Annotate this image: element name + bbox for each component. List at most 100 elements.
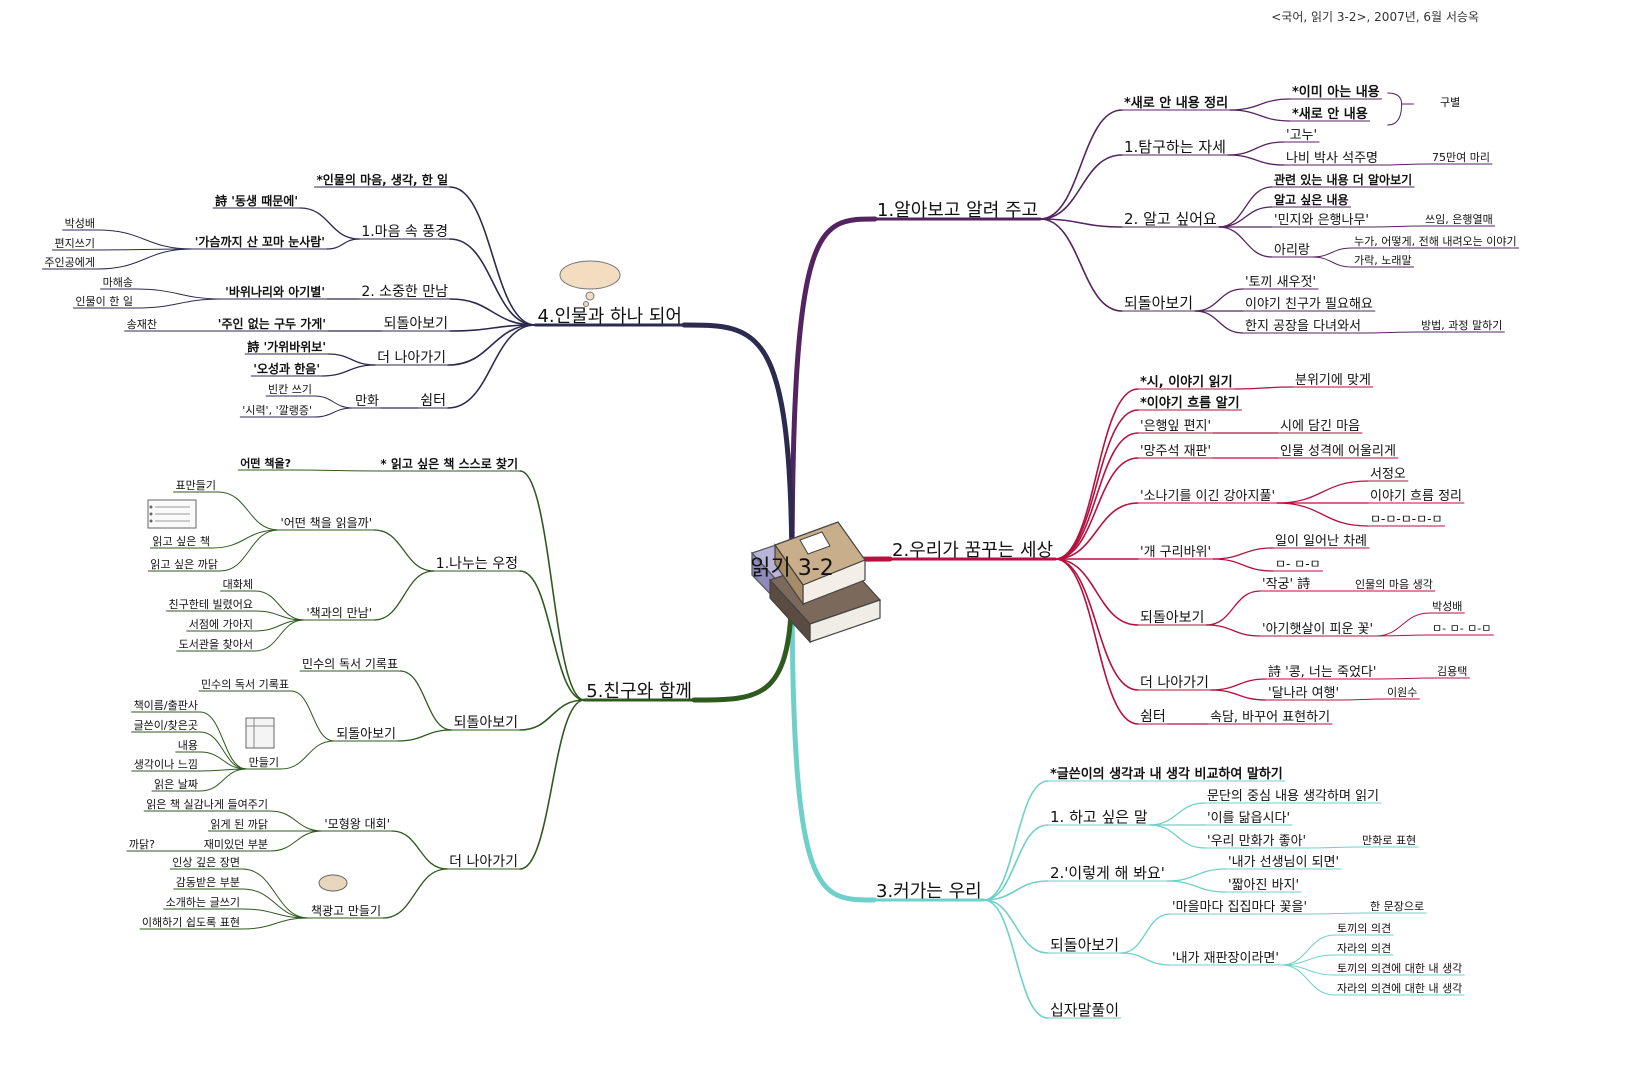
node-label-m3d1: '마을마다 집집마다 꽃을' [1172,900,1307,915]
node-label-m5d1b: 읽게 된 까닭 [210,818,268,831]
node-label-m1c3a: 쓰임, 은행열매 [1425,213,1493,226]
node-label-m5b2d: 도서관을 찾아서 [179,638,253,651]
link-m2f1 [1212,547,1274,560]
node-label-m2e: '소나기를 이긴 강아지풀' [1140,489,1275,504]
node-label-m1: 1.알아보고 알려 주고 [877,200,1038,221]
link-m4b1 [299,207,360,240]
node-label-m1b2: 나비 박사 석주명 [1286,151,1378,166]
link-m3e [982,899,1049,1019]
node-label-m5c2b2: 글쓴이/찾은곳 [134,719,198,732]
link-m3 [789,577,877,903]
link-m2h [1054,558,1139,691]
node-label-m3d1a: 한 문장으로 [1370,900,1424,913]
link-m2b [1054,409,1139,560]
link-m3d1 [1120,913,1171,954]
node-label-m3b3a: 만화로 표현 [1362,834,1416,847]
node-label-m3d2: '내가 재판장이라면' [1172,951,1279,966]
link-m1c4a [1311,247,1353,258]
link-m1c4b [1311,256,1353,268]
link-m3c2 [1166,880,1227,893]
node-label-m1b: 1.탐구하는 자세 [1124,138,1226,156]
link-m5b1a [217,491,279,531]
node-label-m2e2: 이야기 흐름 정리 [1370,489,1462,504]
node-label-m2i: 쉼터 [1140,709,1166,725]
link-m5c [519,699,586,731]
link-m5a1 [292,469,379,472]
node-label-m4d1: '주인 없는 구두 가게' [218,316,326,331]
link-m3d2d [1280,964,1336,996]
link-m3d2 [1120,952,1171,966]
link-m2e [1054,502,1139,560]
node-label-m1b1: '고누' [1286,128,1317,143]
node-label-m5d2: 책광고 만들기 [311,903,381,918]
link-m1b1 [1227,141,1285,156]
node-label-m5b2: '책과의 만남' [306,605,372,620]
link-m5c2b1 [199,711,248,770]
link-m2g1 [1205,590,1261,626]
link-m2h2 [1210,689,1267,701]
label-layer: 읽기 3-21.알아보고 알려 주고*새로 안 내용 정리*이미 아는 내용*새… [44,84,1516,1019]
link-m5c1 [399,670,453,731]
link-m1 [789,216,878,583]
node-label-m3d: 되돌아보기 [1050,936,1119,954]
node-label-m2h1: 詩 '콩, 너는 죽었다' [1268,665,1376,680]
node-label-m3d2a: 토끼의 의견 [1337,922,1391,935]
node-label-m4e2: '오성과 한음' [253,361,320,376]
node-label-m4c1a: 마해송 [103,275,133,289]
link-m1c4 [1218,226,1273,258]
node-label-m4b2a: 박성배 [65,217,95,230]
node-label-m5c: 되돌아보기 [454,715,518,731]
link-m4 [681,322,795,583]
link-m4c1a [134,288,224,300]
small-cloud-icon [318,874,348,892]
node-label-m5d2c: 소개하는 글쓰기 [166,895,240,909]
link-m4c [449,298,537,326]
link-m2g [1054,558,1139,626]
node-label-m5d1c1: 까닭? [129,838,155,851]
node-label-m4f1a: 빈칸 쓰기 [268,383,312,396]
link-m4f [447,324,537,409]
link-m5c2b2 [199,731,248,770]
link-m5c2b3 [199,751,248,770]
node-label-m2g2: '아기햇살이 피운 꽃' [1262,621,1373,637]
link-m5b2a [254,590,305,621]
link-m5b [519,570,586,701]
link-m3c1 [1166,868,1227,882]
link-m2g2 [1205,624,1261,637]
link-m5d2c [241,908,310,919]
link-m4b2c [96,248,194,270]
link-m4b2a [96,229,194,250]
node-label-m1d3: 한지 공장을 다녀와서 [1245,319,1361,334]
link-m3a [982,780,1049,901]
node-label-m1c4: 아리랑 [1274,243,1310,258]
link-m2h1a [1377,677,1436,680]
node-label-m4e: 더 나아가기 [377,350,446,366]
node-label-m1a1: *이미 아는 내용 [1292,84,1380,100]
node-label-m3a: *글쓴이의 생각과 내 생각 비교하여 말하기 [1050,766,1283,782]
link-m4c1b [134,298,224,309]
node-label-m3b3: '우리 만화가 좋아' [1207,834,1306,849]
node-label-m5b1c: 읽고 싶은 까닭 [150,558,218,571]
node-label-m5d1: '모형왕 대회' [324,817,390,831]
link-m5b2c [254,619,305,632]
link-m5c2a [290,690,335,742]
node-label-m4c1b: 인물이 한 일 [75,294,133,308]
brace-distinguish [1387,92,1415,126]
link-m4b2 [326,238,360,250]
link-m5b1b [211,529,279,549]
link-m5c2b5 [199,768,248,792]
node-label-m4b1: 詩 '동생 때문에' [215,193,298,208]
link-m4b [449,238,537,326]
link-m2f2 [1212,558,1274,572]
node-label-m2g1: '작궁' 詩 [1262,577,1310,592]
node-label-m1ab: 구별 [1440,96,1460,109]
node-label-m1d1: '토끼 새우젓' [1245,275,1316,290]
node-label-m5d2d: 이해하기 쉽도록 표현 [142,915,240,929]
node-label-m5b2c: 서점에 가아지 [189,618,253,631]
link-m3c [982,880,1049,901]
node-label-m1a2: *새로 안 내용 [1292,106,1368,122]
node-label-m5d1a: 읽은 책 실감나게 들여주기 [146,798,268,811]
link-m5d1c [269,830,323,852]
node-label-m2f1: 일이 일어난 차례 [1275,534,1367,549]
citation-header: <국어, 읽기 3-2>, 2007년, 6월 서승옥 [1271,10,1479,24]
